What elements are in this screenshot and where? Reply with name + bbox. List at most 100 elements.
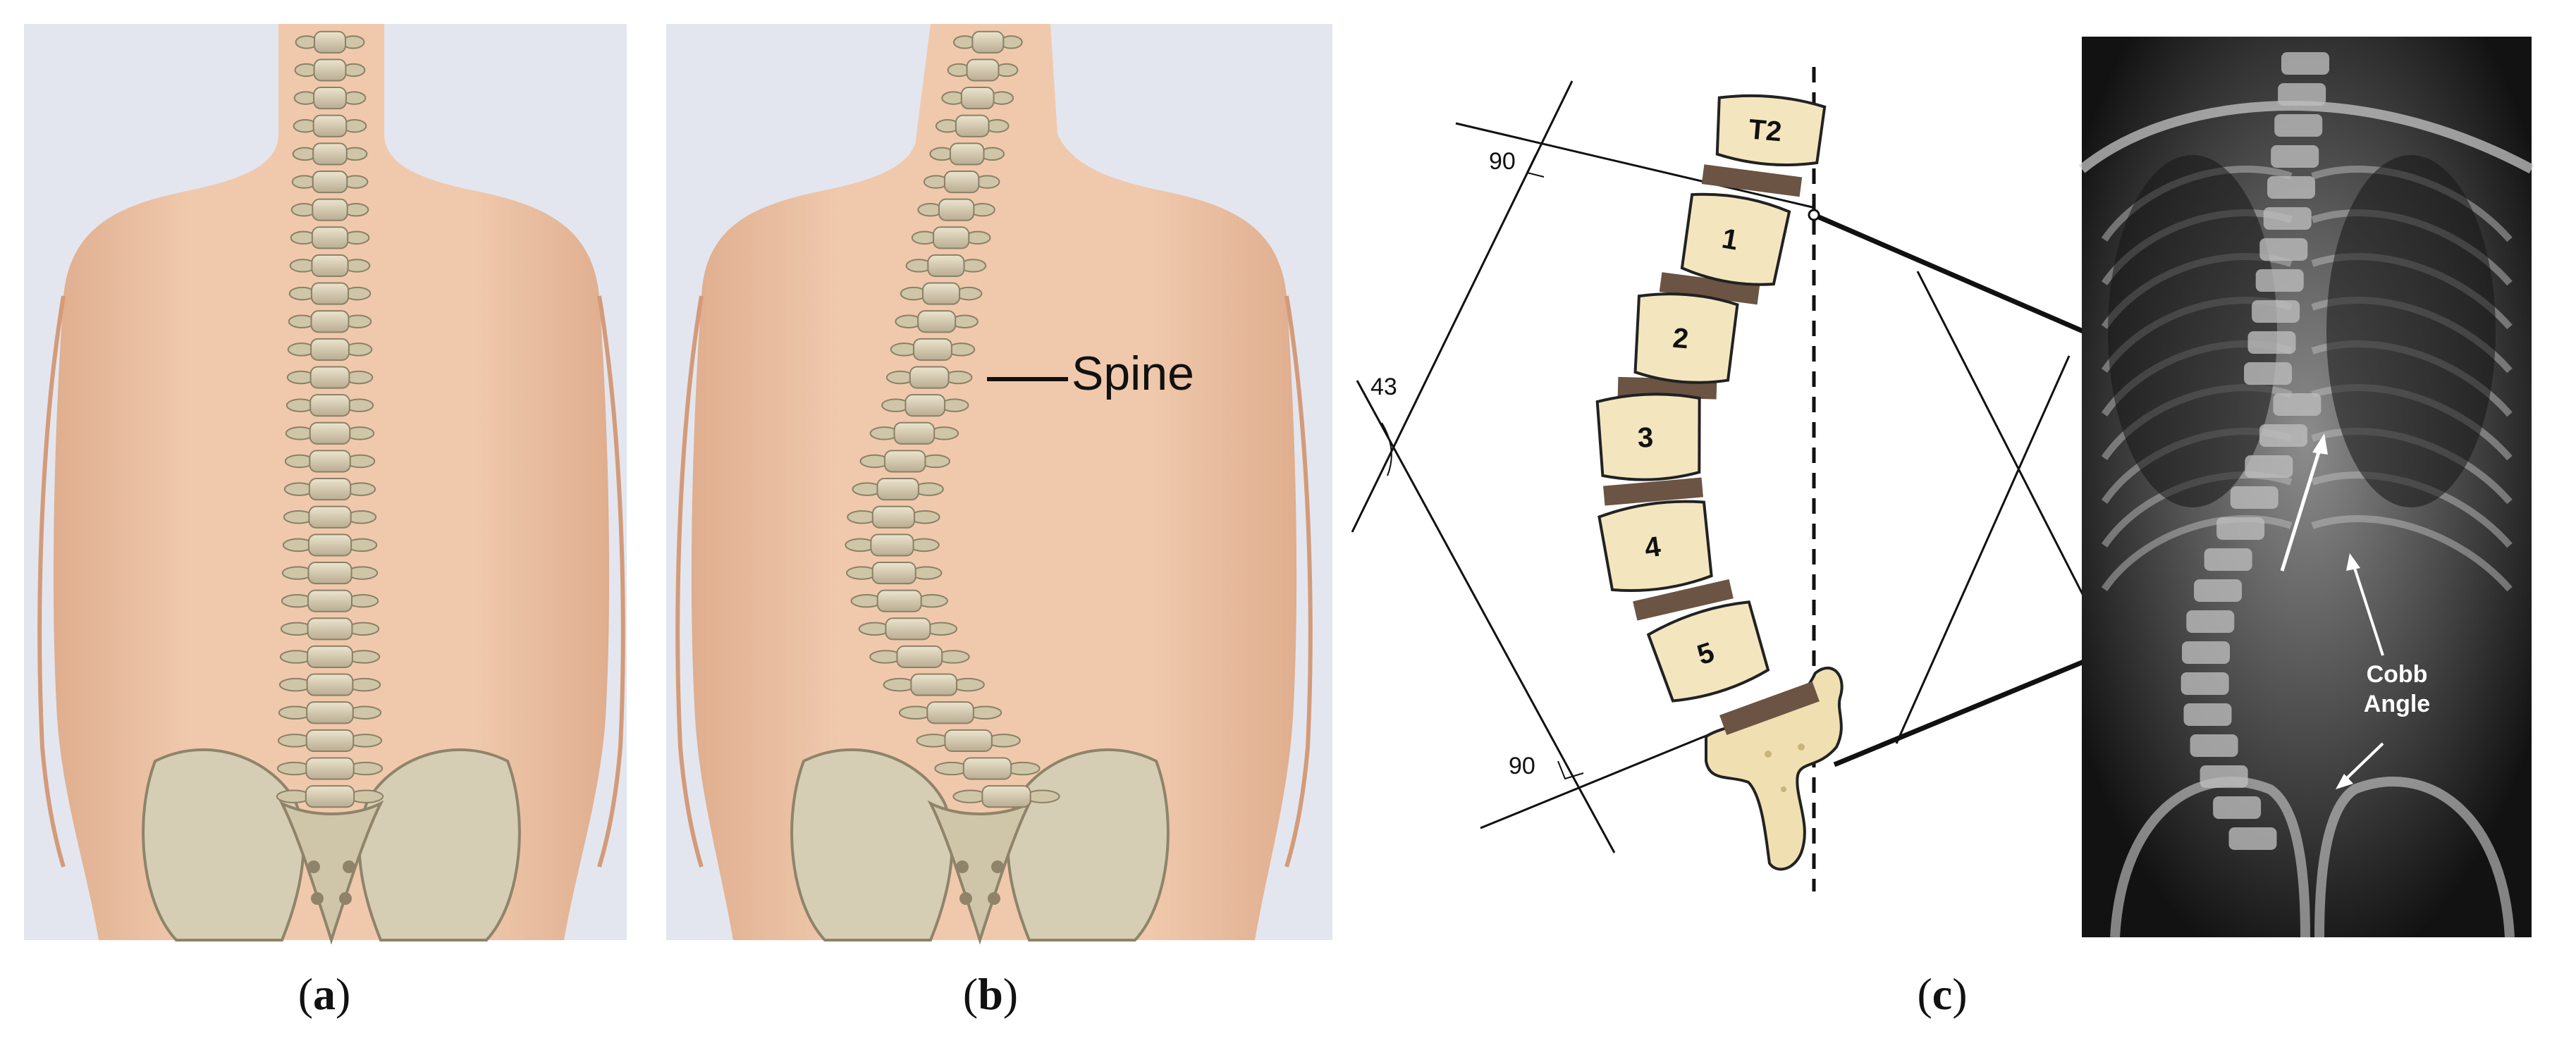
xray-vertebra — [2244, 362, 2293, 385]
vertebra-body — [1680, 192, 1791, 286]
xray-cobb-label-line1: Cobb — [2367, 661, 2428, 688]
spine-a-vertebra — [306, 701, 354, 724]
right-helper-line-2 — [1895, 355, 2071, 744]
xray-vertebra — [2213, 796, 2262, 819]
xray-vertebra — [2245, 455, 2293, 478]
angle-label-top: 90 — [1489, 148, 1516, 175]
spine-a-vertebra — [312, 142, 348, 166]
panel-a-arm-left — [37, 295, 66, 868]
vertebra-body — [1595, 393, 1701, 481]
xray-vertebra — [2204, 548, 2252, 571]
spine-a-vertebra — [312, 198, 348, 221]
xray-vertebra — [2255, 269, 2304, 292]
xray-cobb-label-line2: Angle — [2364, 691, 2430, 717]
right-helper-line-1 — [1916, 271, 2085, 596]
spine-b-vertebra — [883, 450, 926, 473]
upper-endplate-line — [1455, 122, 1816, 209]
xray-vertebra — [2278, 83, 2326, 106]
spine-a-vertebra — [307, 589, 352, 612]
spine-a-vertebra — [307, 645, 353, 669]
spine-b-vertebra — [955, 114, 990, 137]
spine-b-vertebra — [944, 729, 993, 752]
xray-arrow-cobb-bottom — [2343, 742, 2384, 782]
vertebra-block: 2 — [1633, 292, 1739, 384]
xray-shoulders — [2078, 100, 2534, 174]
xray-spine — [2181, 52, 2329, 850]
xray-vertebra — [2181, 672, 2229, 695]
xray-vertebra — [2186, 610, 2235, 633]
spine-a-vertebra — [310, 338, 350, 361]
xray-vertebra — [2259, 238, 2308, 261]
xray-vertebra — [2230, 486, 2278, 509]
xray-rib-right — [2311, 515, 2513, 592]
spine-b-vertebra — [871, 561, 916, 585]
xray-vertebra — [2273, 393, 2322, 416]
spine-b-vertebra — [917, 310, 957, 333]
spine-a-vertebra — [311, 254, 349, 278]
xray-vertebra — [2247, 331, 2296, 354]
xray-vertebra — [2267, 176, 2316, 199]
xray-arrow-cobb-bottom-head — [2336, 774, 2353, 789]
spine-b-vertebra — [943, 170, 980, 194]
panel-b: Spine — [666, 24, 1332, 945]
spine-b-vertebra — [876, 589, 922, 612]
spine-a-vertebra — [310, 282, 350, 305]
xray-vertebra — [2194, 579, 2243, 602]
panel-b-torso — [691, 24, 1297, 940]
spine-b-vertebra — [921, 282, 961, 305]
spine-a-vertebra — [312, 170, 348, 194]
xray-lung-right — [2326, 155, 2496, 507]
spine-a-vertebra — [311, 226, 349, 249]
xray-vertebra — [2190, 734, 2238, 757]
spine-b-vertebra — [926, 701, 974, 724]
xray-image: Cobb Angle — [2078, 37, 2534, 938]
panel-a-pelvis — [142, 748, 521, 945]
panel-b-arm-right — [1284, 295, 1313, 868]
spine-b-vertebra — [910, 673, 958, 696]
intervertebral-disc — [1701, 164, 1803, 197]
spine-b-vertebra — [981, 785, 1031, 808]
angle-label-cobb: 43 — [1370, 374, 1397, 400]
angle-label-bottom: 90 — [1509, 753, 1535, 779]
spine-a-vertebra — [305, 729, 355, 752]
spine-b-vertebra — [960, 87, 995, 110]
xray-vertebra — [2263, 207, 2312, 230]
panel-a — [24, 24, 627, 945]
panel-b-arm-left — [675, 295, 704, 868]
xray-arrow-cobb-top — [2352, 563, 2384, 656]
panel-a-arm-right — [597, 295, 625, 868]
vertebra-label: 2 — [1672, 323, 1690, 355]
spine-b-vertebra — [885, 617, 931, 641]
xray-arrow-up — [2280, 445, 2323, 572]
spine-a-vertebra — [309, 394, 350, 417]
intervertebral-disc — [1659, 272, 1760, 305]
vertebra-block: 4 — [1597, 500, 1713, 592]
angle-mark-bottom — [1557, 760, 1584, 780]
panel-label-b: (b) — [963, 969, 1018, 1019]
spine-a-vertebra — [309, 366, 350, 389]
spine-a-vertebra — [312, 114, 348, 137]
xray-lung-left — [2108, 155, 2277, 507]
xray-rib-left — [2101, 515, 2293, 591]
spine-a-vertebra — [307, 533, 352, 557]
spine-b-vertebra — [949, 142, 985, 166]
xray-vertebra — [2216, 517, 2265, 540]
intervertebral-disc — [1719, 681, 1820, 736]
spine-a-vertebra — [307, 617, 353, 641]
vertebra-label: 3 — [1637, 422, 1654, 454]
vertebra-block: T2 — [1715, 94, 1827, 167]
vertebra-block: 5 — [1646, 600, 1770, 703]
spine-b-vertebra — [904, 394, 946, 417]
sacrum-bone — [1705, 667, 1844, 871]
spine-a-vertebra — [308, 505, 352, 529]
intervertebral-disc — [1603, 477, 1703, 506]
spine-a-vertebra — [305, 757, 355, 780]
xray-vertebra — [2259, 424, 2307, 447]
xray-vertebra — [2228, 827, 2277, 850]
xray-arrow-cobb-top-head — [2346, 553, 2360, 571]
spine-b-vertebra — [971, 30, 1005, 54]
spine-label: Spine — [1072, 347, 1194, 400]
spine-b-vertebra — [913, 338, 952, 361]
